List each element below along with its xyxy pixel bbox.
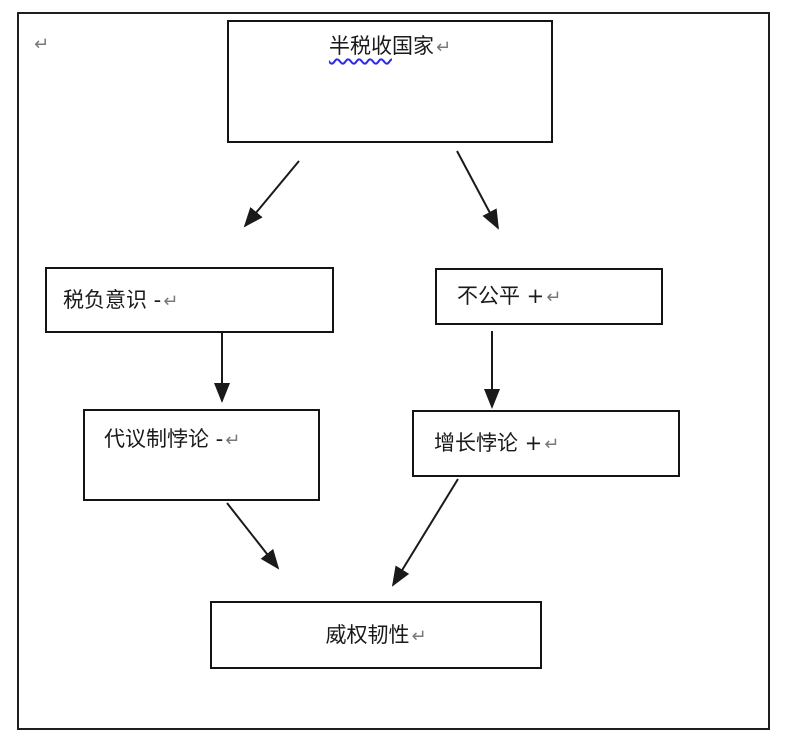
spellcheck-underlined-text: 半税收 bbox=[328, 34, 392, 58]
node-label: 半税收国家↵ bbox=[329, 32, 451, 60]
paragraph-mark: ↵ bbox=[411, 625, 427, 647]
node-label-text: 代议制悖论 - bbox=[104, 427, 224, 451]
node-label: 不公平 +↵ bbox=[457, 282, 561, 310]
node-authoritarian-resilience[interactable]: 威权韧性↵ bbox=[210, 601, 542, 669]
node-label-text: 增长悖论 + bbox=[434, 431, 543, 456]
node-label-text: 税负意识 - bbox=[63, 287, 162, 312]
paragraph-mark: ↵ bbox=[546, 287, 562, 309]
paragraph-mark: ↵ bbox=[34, 34, 50, 55]
node-semi-tax-state[interactable]: 半税收国家↵ bbox=[227, 20, 553, 143]
node-label: 税负意识 -↵ bbox=[63, 286, 178, 314]
paragraph-mark: ↵ bbox=[544, 434, 560, 456]
node-unfairness[interactable]: 不公平 +↵ bbox=[435, 268, 663, 325]
node-label: 增长悖论 +↵ bbox=[434, 429, 559, 457]
node-label-text: 威权韧性 bbox=[325, 622, 410, 647]
paragraph-mark: ↵ bbox=[435, 37, 452, 58]
node-representation-paradox[interactable]: 代议制悖论 -↵ bbox=[83, 409, 320, 501]
node-growth-paradox[interactable]: 增长悖论 +↵ bbox=[412, 410, 680, 477]
node-label: 代议制悖论 -↵ bbox=[104, 425, 240, 453]
node-label-rest: 国家 bbox=[391, 34, 434, 58]
paragraph-mark: ↵ bbox=[225, 430, 241, 451]
node-tax-burden-awareness[interactable]: 税负意识 -↵ bbox=[45, 267, 334, 333]
paragraph-mark: ↵ bbox=[163, 290, 179, 312]
node-label: 威权韧性↵ bbox=[325, 621, 426, 649]
node-label-text: 不公平 + bbox=[457, 284, 545, 309]
